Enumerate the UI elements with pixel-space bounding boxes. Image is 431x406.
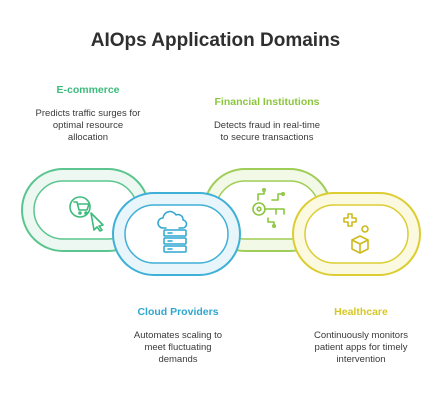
link-healthcare bbox=[292, 192, 421, 276]
domain-description-cloud: Automates scaling to meet fluctuating de… bbox=[133, 330, 223, 365]
domain-description-ecommerce: Predicts traffic surges for optimal reso… bbox=[35, 108, 141, 143]
link-cloud bbox=[112, 192, 241, 276]
diagram-title: AIOps Application Domains bbox=[90, 30, 341, 51]
domain-name-ecommerce: E-commerce bbox=[56, 84, 120, 96]
caption-healthcare: Healthcare Continuously monitors patient… bbox=[293, 306, 429, 366]
caption-cloud: Cloud Providers Automates scaling to mee… bbox=[110, 306, 246, 366]
digital-key-icon bbox=[252, 188, 285, 229]
caption-financial: Financial Institutions Detects fraud in … bbox=[197, 96, 337, 144]
domain-name-healthcare: Healthcare bbox=[334, 306, 388, 318]
cloud-server-icon bbox=[157, 210, 188, 253]
domain-description-healthcare: Continuously monitors patient apps for t… bbox=[314, 330, 408, 365]
domain-name-cloud: Cloud Providers bbox=[137, 306, 219, 318]
domain-description-financial: Detects fraud in real-time to secure tra… bbox=[213, 120, 321, 143]
domain-name-financial: Financial Institutions bbox=[214, 96, 320, 108]
medical-cross-box-icon bbox=[343, 213, 369, 254]
shopping-cart-cursor-icon bbox=[69, 196, 104, 232]
caption-ecommerce: E-commerce Predicts traffic surges for o… bbox=[20, 84, 156, 144]
